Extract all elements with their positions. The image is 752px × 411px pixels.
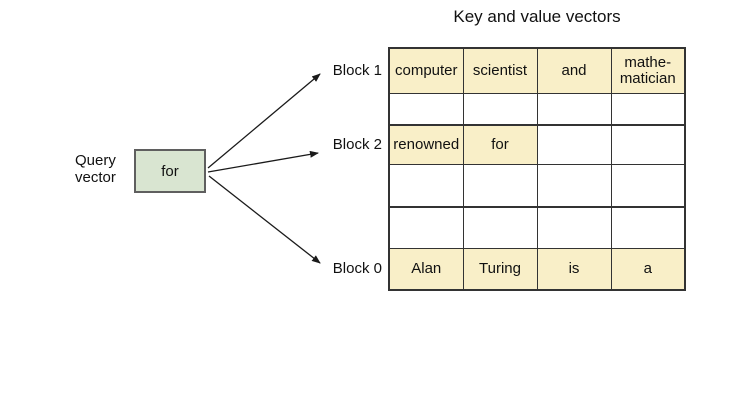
kv-cell	[388, 93, 464, 126]
kv-cell	[610, 164, 686, 208]
kv-cell: scientist	[462, 47, 538, 94]
arrow-to-block-0	[208, 175, 321, 264]
kv-cell: renowned	[388, 124, 464, 165]
kv-row-block2-b	[388, 164, 686, 208]
kv-cell: Turing	[462, 248, 538, 291]
kv-cell	[388, 164, 464, 208]
kv-cell	[388, 206, 464, 249]
kv-cell: a	[610, 248, 686, 291]
kv-cell: computer	[388, 47, 464, 94]
kv-cell	[462, 206, 538, 249]
kv-cell	[610, 206, 686, 249]
kv-table: computer scientist and mathe-matician re…	[388, 47, 686, 291]
query-vector-box: for	[134, 149, 206, 193]
kv-row-block1-a: computer scientist and mathe-matician	[388, 47, 686, 94]
kv-row-block2-a: renowned for	[388, 124, 686, 165]
kv-cell: and	[536, 47, 612, 94]
diagram-title: Key and value vectors	[453, 7, 621, 26]
block-1-label: Block 1	[332, 62, 382, 79]
kv-cell	[462, 93, 538, 126]
kv-cell: Alan	[388, 248, 464, 291]
kv-cell	[610, 93, 686, 126]
kv-cell	[536, 93, 612, 126]
kv-cell: mathe-matician	[610, 47, 686, 94]
block-0-label: Block 0	[332, 260, 382, 277]
query-vector-label-line2: vector	[75, 169, 116, 186]
kv-cell	[610, 124, 686, 165]
kv-cell	[536, 206, 612, 249]
kv-row-block0-a	[388, 206, 686, 249]
kv-cell	[536, 164, 612, 208]
arrow-to-block-2	[207, 150, 319, 173]
kv-cell	[536, 124, 612, 165]
query-vector-label-line1: Query	[75, 152, 116, 169]
kv-row-block0-b: Alan Turing is a	[388, 248, 686, 291]
kv-cell: for	[462, 124, 538, 165]
kv-cell: is	[536, 248, 612, 291]
block-2-label: Block 2	[332, 136, 382, 153]
kv-row-block1-b	[388, 93, 686, 126]
query-vector-label: Query vector	[75, 152, 116, 186]
kv-cell	[462, 164, 538, 208]
